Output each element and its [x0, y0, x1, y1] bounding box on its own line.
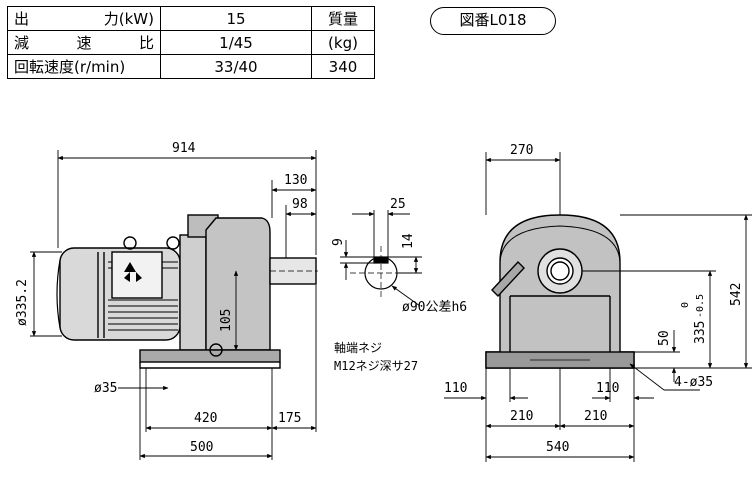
front-view-labels: 270 542 335 0 -0.5 50 4-ø35 110 110 210 … [444, 143, 744, 455]
ratio-label-a: 減 [14, 34, 30, 52]
dim-98: 98 [292, 197, 308, 212]
side-view-labels: 914 130 98 ø335.2 105 ø35 420 175 500 [15, 141, 308, 455]
shaft-detail [350, 246, 412, 300]
dim-tol-lower: -0.5 [695, 294, 706, 318]
output-label-b: 力(kW) [103, 10, 154, 28]
note-line-2: M12ネジ深サ27 [334, 359, 418, 373]
spec-row-output: 出 力(kW) 15 質量 [7, 6, 375, 31]
front-view-dimensions [444, 152, 752, 462]
mass-label: 質量 [311, 6, 375, 31]
mass-value: 340 [311, 54, 375, 79]
dim-9: 9 [331, 238, 346, 246]
spec-table: 出 力(kW) 15 質量 減 速 比 1/45 (kg) 回転速度(r/min… [7, 6, 375, 79]
speed-label: 回転速度(r/min) [7, 54, 161, 79]
ratio-value: 1/45 [160, 30, 312, 55]
dim-25: 25 [390, 197, 406, 212]
ratio-label-c: 比 [138, 34, 154, 52]
dim-540: 540 [546, 440, 569, 455]
dim-175: 175 [278, 411, 301, 426]
dim-110-right: 110 [596, 381, 619, 396]
spec-row-speed: 回転速度(r/min) 33/40 340 [7, 54, 375, 79]
spec-row-ratio: 減 速 比 1/45 (kg) [7, 30, 375, 55]
output-label-cell: 出 力(kW) [7, 6, 161, 31]
dim-542: 542 [729, 283, 744, 306]
ratio-label-cell: 減 速 比 [7, 30, 161, 55]
dim-50: 50 [657, 330, 672, 346]
note-line-1: 軸端ネジ [334, 341, 382, 355]
dim-335-2: ø335.2 [15, 279, 30, 326]
figure-number: 図番L018 [430, 7, 556, 35]
dim-420: 420 [194, 411, 217, 426]
dim-110-left: 110 [444, 381, 467, 396]
speed-value: 33/40 [160, 54, 312, 79]
dim-tol-upper: 0 [680, 302, 691, 308]
dim-105: 105 [219, 309, 234, 332]
dim-shaft-dia: ø90公差h6 [402, 300, 467, 315]
mass-unit: (kg) [311, 30, 375, 55]
side-view-dimensions [30, 150, 317, 460]
output-label-a: 出 [14, 10, 30, 28]
dim-14: 14 [401, 233, 416, 249]
dim-210-left: 210 [510, 409, 533, 424]
logo-mark [124, 262, 142, 282]
dim-335: 335 [693, 321, 708, 344]
dim-phi35: ø35 [94, 381, 117, 396]
dim-914: 914 [172, 141, 196, 156]
shaft-detail-dimensions [340, 210, 422, 307]
dim-130: 130 [284, 173, 307, 188]
dim-210-right: 210 [584, 409, 607, 424]
dim-270: 270 [510, 143, 533, 158]
front-view [485, 214, 635, 369]
dim-4-phi35: 4-ø35 [674, 375, 713, 390]
shaft-detail-labels: 25 9 14 ø90公差h6 軸端ネジ M12ネジ深サ27 [331, 197, 467, 373]
side-view [56, 214, 318, 369]
ratio-label-b: 速 [76, 34, 92, 52]
dim-500: 500 [190, 440, 213, 455]
